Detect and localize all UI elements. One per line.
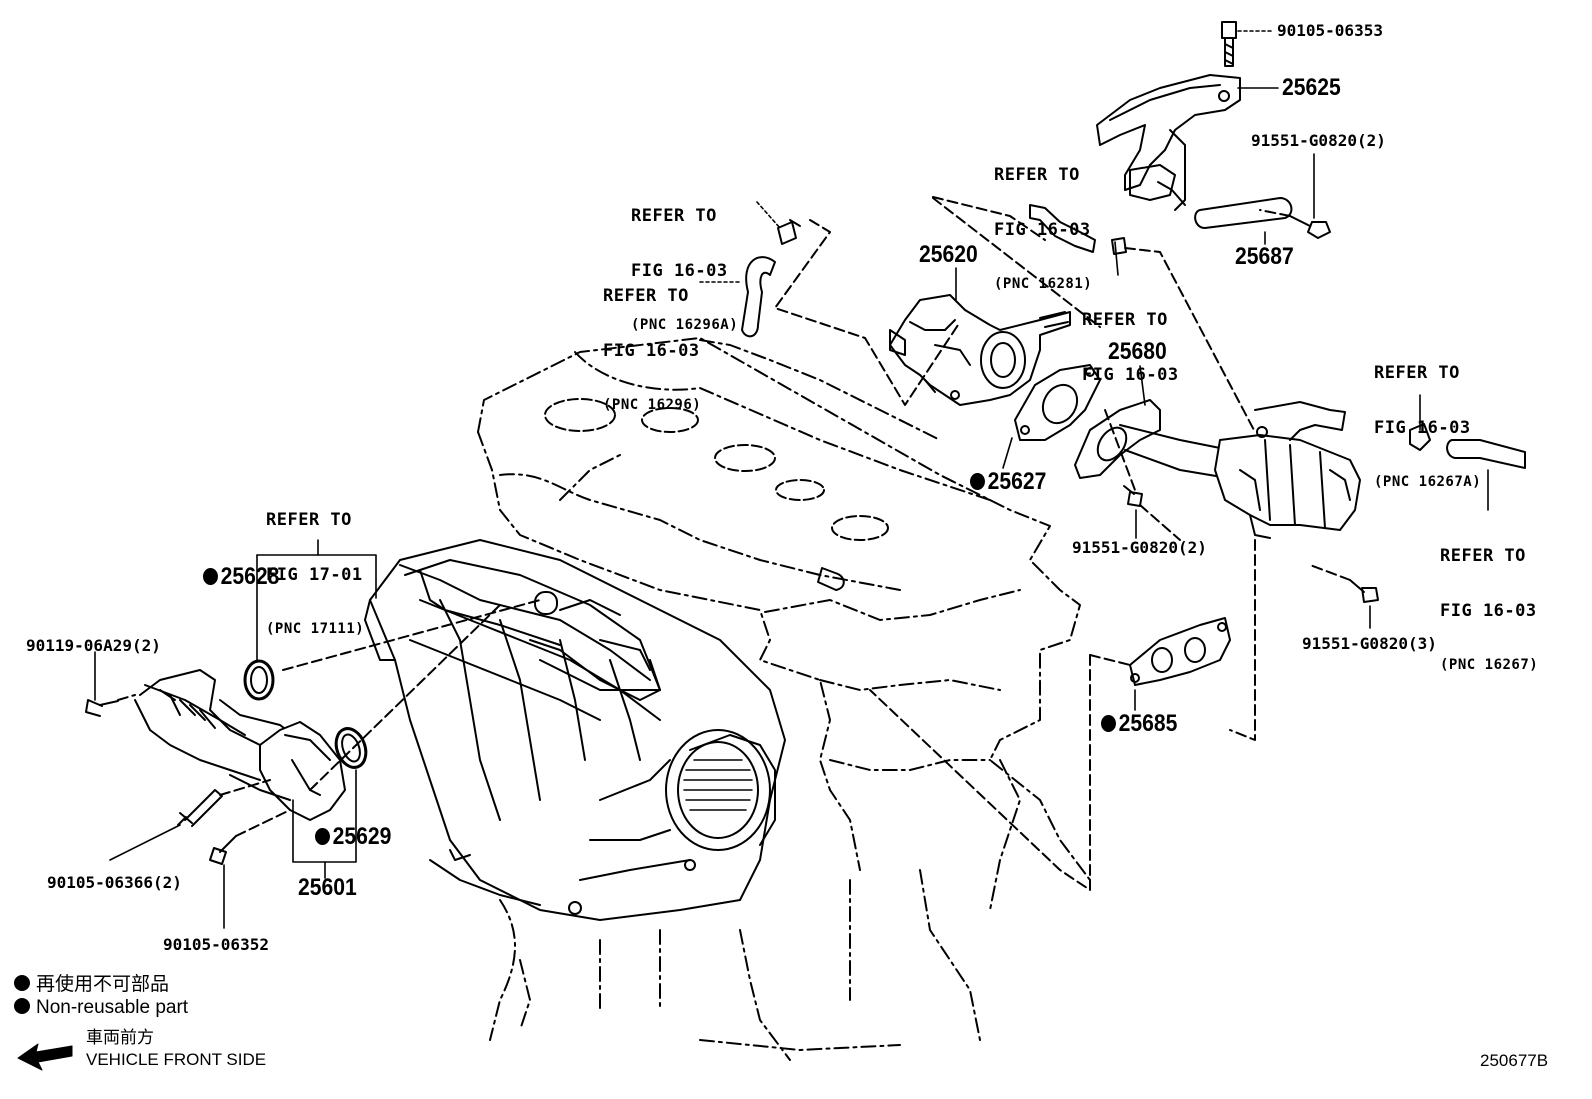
ref-pnc: (PNC 16296) <box>603 397 702 413</box>
ref-line1: REFER TO <box>266 510 352 530</box>
part-label-25620: 25620 <box>919 241 978 268</box>
part-number: 25685 <box>1118 710 1178 737</box>
ref-16267: REFER TO FIG 16-03 (PNC 16267) <box>1440 514 1538 689</box>
ref-line2: FIG 16-03 <box>1082 365 1179 385</box>
bolt-06352 <box>209 835 237 865</box>
part-number: 25629 <box>332 823 392 850</box>
front-side-en: VEHICLE FRONT SIDE <box>86 1050 267 1069</box>
front-side-jp: 車両前方 <box>86 1028 154 1048</box>
ref-line2: FIG 17-01 <box>266 565 363 585</box>
hose-16296 <box>741 256 776 338</box>
clamp-16267A <box>1409 423 1431 451</box>
part-label-25685: 25685 <box>1101 712 1177 736</box>
ref-line2: FIG 16-03 <box>603 341 700 361</box>
bracket-25601-assembly <box>134 669 346 821</box>
throttle-body <box>568 729 776 915</box>
vehicle-front-arrow-icon <box>17 1043 73 1071</box>
part-label-91551-top: 91551-G0820(2) <box>1251 131 1386 150</box>
ref-pnc: (PNC 16296A) <box>631 317 739 333</box>
egr-cooler-valve <box>1214 401 1361 539</box>
part-label-25627: 25627 <box>970 470 1046 494</box>
gasket-25628 <box>243 659 275 701</box>
part-label-25680: 25680 <box>1108 338 1167 365</box>
gasket-25629 <box>334 727 368 769</box>
ref-mid: REFER TO FIG 16-03 <box>1082 278 1179 401</box>
ref-16296a: REFER TO FIG 16-03 (PNC 16296A) <box>631 174 738 349</box>
part-label-25687: 25687 <box>1235 243 1294 270</box>
part-label-90105-06353: 90105-06353 <box>1277 21 1383 40</box>
part-label-25628: 25628 <box>203 565 279 589</box>
part-label-91551-mid: 91551-G0820(2) <box>1072 538 1207 557</box>
ref-line1: REFER TO <box>1374 363 1460 383</box>
hose-16281 <box>1029 204 1096 253</box>
gasket-25685 <box>1129 617 1231 686</box>
part-label-91551-3: 91551-G0820(3) <box>1302 634 1437 653</box>
clamp-16281 <box>1111 237 1127 255</box>
gasket-25627 <box>1014 364 1101 441</box>
bracket-25625 <box>1096 74 1241 211</box>
non-reusable-dot-icon <box>1101 715 1116 732</box>
bolt-91551-top <box>1289 215 1331 239</box>
ref-line2: FIG 16-03 <box>1440 601 1537 621</box>
bolt-06353 <box>1221 21 1237 67</box>
ref-16267a: REFER TO FIG 16-03 (PNC 16267A) <box>1374 331 1481 506</box>
non-reusable-dot-icon <box>14 975 30 991</box>
ref-16296: REFER TO FIG 16-03 (PNC 16296) <box>603 254 701 429</box>
legend-jp: 再使用不可部品 <box>14 975 169 994</box>
ref-line1: REFER TO <box>1440 546 1526 566</box>
engine-outline <box>477 337 1091 1061</box>
legend-en: Non-reusable part <box>14 998 188 1017</box>
part-label-90119-06A29: 90119-06A29(2) <box>26 636 161 655</box>
legend-jp-text: 再使用不可部品 <box>36 973 170 995</box>
bolt-91551-mid <box>1123 485 1143 507</box>
ref-16281: REFER TO FIG 16-03 (PNC 16281) <box>994 133 1092 308</box>
ref-pnc: (PNC 16267A) <box>1374 474 1482 490</box>
solid-leaders <box>94 30 1489 929</box>
ref-line2: FIG 16-03 <box>994 220 1091 240</box>
legend-en-text: Non-reusable part <box>36 997 189 1018</box>
ref-line2: FIG 16-03 <box>631 261 728 281</box>
clamp-16296A <box>777 219 801 245</box>
hose-16267 <box>1446 439 1526 469</box>
part-number: 25628 <box>220 563 280 590</box>
part-label-90105-06366: 90105-06366(2) <box>47 873 182 892</box>
ref-pnc: (PNC 17111) <box>266 621 365 637</box>
ref-pnc: (PNC 16267) <box>1440 657 1539 673</box>
dashed-leaders <box>117 196 1351 891</box>
gasket-25687 <box>1194 197 1293 229</box>
bolt-06366 <box>177 789 223 827</box>
ref-17111: REFER TO FIG 17-01 (PNC 17111) <box>266 478 364 653</box>
figure-id: 250677B <box>1480 1051 1549 1070</box>
head-pipe <box>817 567 845 591</box>
part-label-25601: 25601 <box>298 874 357 901</box>
non-reusable-dot-icon <box>203 568 218 585</box>
part-label-90105-06352: 90105-06352 <box>163 935 269 954</box>
ref-line2: FIG 16-03 <box>1374 418 1471 438</box>
bolt-91551-3 <box>1349 579 1379 603</box>
ref-line1: REFER TO <box>603 286 689 306</box>
ref-line1: REFER TO <box>994 165 1080 185</box>
part-number: 25627 <box>987 468 1047 495</box>
part-label-25629: 25629 <box>315 825 391 849</box>
ref-line1: REFER TO <box>631 206 717 226</box>
ref-line1: REFER TO <box>1082 310 1168 330</box>
non-reusable-dot-icon <box>14 998 30 1014</box>
non-reusable-dot-icon <box>315 828 330 845</box>
ref-pnc: (PNC 16281) <box>994 276 1093 292</box>
part-label-25625: 25625 <box>1282 74 1341 101</box>
bolt-06A29 <box>85 699 119 717</box>
non-reusable-dot-icon <box>970 473 985 490</box>
cam-cover-ports <box>544 398 889 541</box>
